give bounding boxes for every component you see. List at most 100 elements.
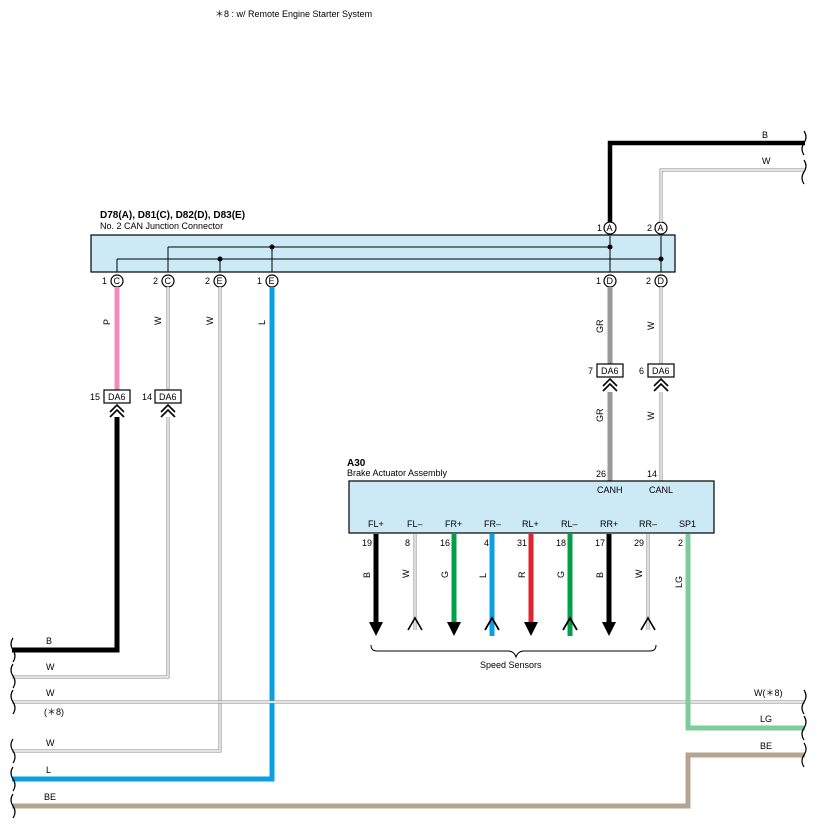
pin-label-rr-plus: RR+	[600, 519, 618, 529]
can-connector-ids: D78(A), D81(C), D82(D), D83(E)	[100, 210, 245, 221]
pin-num-17: 17	[595, 538, 605, 548]
pin-label-fr-minus: FR–	[484, 519, 501, 529]
svg-text:DA6: DA6	[601, 366, 619, 376]
left-break-symbols	[10, 637, 16, 819]
can-pin-2e: 2 E	[205, 274, 227, 288]
can-top-pin-1a: 1 A	[597, 221, 617, 235]
header-note: ＊8 : w/ Remote Engine Starter System	[215, 9, 372, 19]
pin-num-19: 19	[362, 538, 372, 548]
svg-text:1: 1	[257, 276, 262, 286]
wire-w-left	[12, 417, 170, 679]
wire-w-2e	[12, 287, 222, 753]
pin-num-2: 2	[678, 538, 683, 548]
wire-label-w-lower: W	[646, 411, 656, 420]
wire-w-top	[659, 168, 805, 222]
svg-text:DA6: DA6	[652, 366, 670, 376]
svg-text:DA6: DA6	[159, 392, 177, 402]
can-pin-2d: 2 D	[646, 274, 668, 288]
junction-da6-6: 6 DA6	[639, 363, 675, 392]
pin-label-sp1: SP1	[679, 519, 696, 529]
wire-beige	[12, 752, 805, 809]
pin-num-18: 18	[556, 538, 566, 548]
svg-text:2: 2	[646, 276, 651, 286]
arrow-down-icon	[369, 622, 383, 636]
right-wire-label-lg: LG	[760, 714, 772, 724]
right-wire-label-w8: W(＊8)	[754, 688, 783, 698]
junction-da6-7: 7 DA6	[588, 363, 624, 392]
pin-num-16: 16	[440, 538, 450, 548]
right-wire-label-b: B	[762, 130, 768, 140]
wire-blue	[12, 287, 275, 782]
svg-text:A: A	[658, 223, 664, 233]
svg-text:W: W	[401, 569, 411, 578]
svg-text:R: R	[517, 571, 527, 578]
svg-text:D: D	[607, 276, 614, 286]
junction-da6-15: 15 DA6	[90, 389, 131, 418]
can-pin-1e: 1 E	[257, 274, 279, 288]
can-connector-name: No. 2 CAN Junction Connector	[100, 221, 223, 231]
wire-black-left	[12, 417, 120, 653]
right-wire-label-be: BE	[760, 741, 772, 751]
break-symbol	[801, 130, 807, 156]
left-wire-label-l: L	[46, 765, 51, 775]
pin-num-8: 8	[405, 538, 410, 548]
actuator-bottom-labels: FL+ FL– FR+ FR– RL+ RL– RR+ RR– SP1	[368, 519, 696, 529]
actuator-pin-26-num: 26	[596, 469, 606, 479]
arrow-down-icon	[602, 622, 616, 636]
speed-sensors-bracket	[370, 644, 657, 659]
svg-text:6: 6	[639, 366, 644, 376]
arrow-up-icon	[484, 616, 500, 631]
can-pin-2c: 2 C	[153, 274, 175, 288]
svg-text:DA6: DA6	[108, 392, 126, 402]
actuator-name: Brake Actuator Assembly	[347, 468, 448, 478]
svg-text:C: C	[165, 276, 172, 286]
wire-lg	[685, 534, 805, 731]
svg-text:E: E	[217, 276, 223, 286]
svg-text:2: 2	[153, 276, 158, 286]
wire-label-gr-upper: GR	[595, 319, 605, 333]
actuator-pin-numbers: 19 8 16 4 31 18 17 29 2	[362, 538, 683, 548]
svg-text:7: 7	[588, 366, 593, 376]
svg-text:E: E	[269, 276, 275, 286]
pin-label-rl-minus: RL–	[561, 519, 578, 529]
left-wire-note: (＊8)	[44, 707, 64, 717]
can-pin-1d: 1 D	[596, 274, 617, 288]
left-wire-label-w3: W	[46, 738, 55, 748]
actuator-id: A30	[347, 458, 366, 469]
wire-label-l: L	[257, 320, 267, 325]
pin-label-fr-plus: FR+	[445, 519, 462, 529]
svg-text:1: 1	[596, 276, 601, 286]
wire-label-p: P	[102, 319, 112, 325]
pin-label-rr-minus: RR–	[639, 519, 657, 529]
pin-label-fl-plus: FL+	[368, 519, 384, 529]
svg-text:A: A	[607, 223, 613, 233]
junction-da6-14: 14 DA6	[142, 389, 182, 418]
actuator-canl-label: CANL	[649, 485, 673, 495]
left-wire-label-be: BE	[44, 792, 56, 802]
pin-label-fl-minus: FL–	[407, 519, 423, 529]
wire-label-gr-lower: GR	[595, 408, 605, 422]
pin-num-31: 31	[517, 538, 527, 548]
break-symbol	[801, 159, 807, 185]
svg-text:C: C	[114, 276, 121, 286]
left-wire-label-w1: W	[46, 662, 55, 672]
svg-text:1: 1	[597, 223, 602, 233]
right-break-symbols	[801, 689, 807, 768]
svg-text:G: G	[440, 571, 450, 578]
left-wire-label-w2: W	[46, 688, 55, 698]
arrow-up-icon	[407, 616, 423, 631]
right-wire-label-w: W	[762, 156, 771, 166]
svg-text:2: 2	[647, 223, 652, 233]
arrow-down-icon	[524, 622, 538, 636]
pin-num-4: 4	[484, 538, 489, 548]
left-wire-label-b: B	[46, 636, 52, 646]
svg-text:L: L	[478, 573, 488, 578]
arrow-up-icon	[640, 616, 656, 631]
wire-label-w-2c: W	[153, 316, 163, 325]
can-connector-box	[90, 234, 676, 273]
wire-label-w-2e: W	[205, 316, 215, 325]
can-pin-1c: 1 C	[102, 274, 124, 288]
arrow-down-icon	[447, 622, 461, 636]
